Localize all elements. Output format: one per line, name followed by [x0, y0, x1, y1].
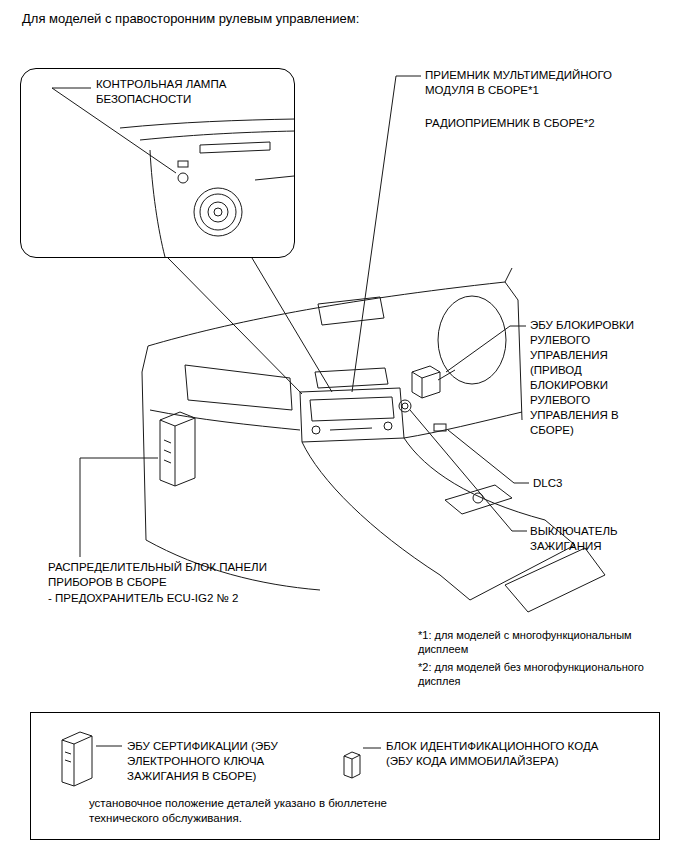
indicator-icon: [178, 161, 188, 167]
part-label: DLC3: [533, 476, 593, 491]
console: [302, 442, 470, 600]
dash-edge: [140, 131, 295, 140]
part-label: ВЫКЛЮЧАТЕЛЬ ЗАЖИГАНИЯ: [530, 524, 640, 554]
dash-edge: [255, 176, 294, 180]
leader-line: [96, 746, 122, 747]
leader-line: [352, 76, 421, 392]
leader-line: [446, 326, 526, 372]
leader-line: [410, 410, 527, 531]
dlc3-connector: [434, 424, 446, 431]
immobilizer-icon: [344, 752, 360, 778]
note-text: установочное положение деталей указано в…: [89, 796, 429, 826]
part-label: РАСПРЕДЕЛИТЕЛЬНЫЙ БЛОК ПАНЕЛИ ПРИБОРОВ В…: [48, 560, 333, 590]
pillar: [505, 268, 522, 420]
leader-line: [168, 258, 302, 394]
dash-slot: [200, 142, 270, 153]
dash-lower: [150, 410, 300, 430]
part-label: ЭБУ БЛОКИРОВКИ РУЛЕВОГО УПРАВЛЕНИЯ (ПРИВ…: [530, 318, 648, 438]
display-hood: [318, 297, 384, 325]
armrest: [505, 548, 605, 612]
part-label: БЛОК ИДЕНТИФИКАЦИОННОГО КОДА (ЭБУ КОДА И…: [386, 739, 614, 769]
inset-box: КОНТРОЛЬНАЯ ЛАМПА БЕЗОПАСНОСТИ: [20, 68, 295, 258]
vent-ring: [214, 208, 222, 216]
dash-edge: [150, 150, 165, 257]
glove-box: [185, 365, 292, 410]
center-vent: [315, 368, 388, 388]
vent-ring: [200, 194, 236, 230]
console: [404, 438, 545, 520]
steering-lock: [412, 366, 440, 398]
fuse-label: - ПРЕДОХРАНИТЕЛЬ ECU-IG2 № 2: [48, 591, 308, 606]
part-label: КОНТРОЛЬНАЯ ЛАМПА БЕЗОПАСНОСТИ: [96, 77, 236, 107]
note-box: ЭБУ СЕРТИФИКАЦИИ (ЭБУ ЭЛЕКТРОННОГО КЛЮЧА…: [30, 712, 660, 840]
radio-slot: [330, 428, 372, 430]
dash-top: [148, 282, 505, 346]
leader-line: [448, 430, 529, 483]
radio-knob: [384, 422, 392, 430]
heading: Для моделей с правосторонним рулевым упр…: [22, 11, 622, 27]
vent-ring: [194, 188, 242, 236]
closeup-dashboard: [52, 88, 295, 257]
leader-line: [80, 458, 158, 557]
door-edge: [142, 346, 148, 540]
leader-line: [363, 748, 381, 749]
footnote: *2: для моделей без многофункционального…: [418, 660, 668, 688]
radio-knob: [312, 426, 320, 434]
shifter-panel: [445, 485, 512, 514]
dash-lower: [404, 412, 522, 438]
radio-face: [310, 397, 394, 421]
ignition-switch: [402, 403, 408, 409]
ecu-icon: [62, 732, 92, 786]
security-lamp: [178, 173, 188, 183]
dash-edge: [120, 119, 295, 128]
ignition-switch: [399, 400, 411, 412]
footnote: *1: для моделей с многофункциональным ди…: [418, 628, 668, 656]
part-label: РАДИОПРИЕМНИК В СБОРЕ*2: [425, 116, 655, 131]
radio-unit: [300, 388, 404, 442]
part-label: ЭБУ СЕРТИФИКАЦИИ (ЭБУ ЭЛЕКТРОННОГО КЛЮЧА…: [127, 739, 297, 784]
junction-block: [160, 412, 195, 486]
vent-ring: [208, 202, 228, 222]
part-label: ПРИЕМНИК МУЛЬТИМЕДИЙНОГО МОДУЛЯ В СБОРЕ*…: [425, 68, 635, 98]
